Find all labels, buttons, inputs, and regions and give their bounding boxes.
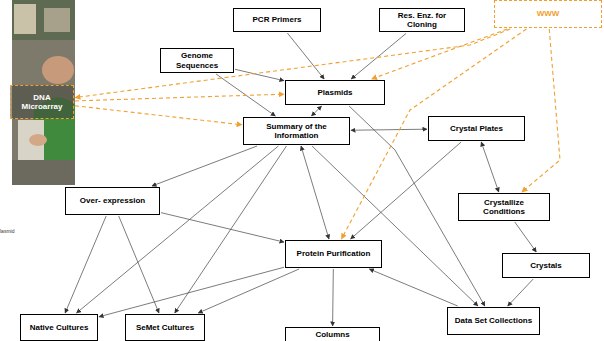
process-box: Native Cultures: [20, 314, 98, 341]
web-link: [75, 106, 242, 125]
connector: [351, 33, 406, 79]
box-label: Protein Purification: [297, 249, 371, 258]
process-box: Over- expression: [65, 187, 160, 215]
microarray-box: DNA Microarray: [10, 85, 74, 119]
photo-cabinet: [44, 8, 70, 32]
connector: [65, 216, 106, 313]
connector: [351, 129, 427, 130]
process-box: PCR Primers: [233, 8, 321, 32]
box-label: Columns: [315, 330, 349, 339]
process-box: Protein Purification: [285, 240, 382, 268]
connector: [77, 146, 279, 313]
box-label: Data Set Collections: [455, 316, 532, 325]
web-link: [522, 29, 560, 192]
box-label: DNA Microarray: [15, 93, 69, 111]
box-label: Crystals: [530, 261, 562, 270]
process-box: Data Set Collections: [447, 307, 540, 335]
photo-shelf: [12, 0, 75, 40]
photo-window: [14, 4, 36, 34]
connector: [332, 269, 334, 326]
process-box: Crystallize Conditions: [458, 193, 550, 221]
connector: [312, 106, 322, 116]
photo-face: [42, 56, 74, 84]
box-label: Crystallize Conditions: [463, 198, 545, 216]
connector: [301, 146, 329, 239]
connector: [312, 146, 478, 306]
web-link: [75, 94, 284, 101]
box-label: Genome Sequences: [165, 51, 229, 69]
web-resource-box: WWW: [494, 0, 602, 28]
connector: [369, 269, 457, 306]
photo-hand: [29, 134, 47, 146]
connector: [119, 216, 159, 313]
box-label: Over- expression: [80, 196, 145, 205]
connector: [481, 142, 499, 192]
connector: [508, 279, 534, 306]
process-box: Plasmids: [285, 80, 385, 105]
process-box: Res. Enz. for Cloning: [379, 8, 465, 32]
box-label: Plasmids: [317, 88, 352, 97]
photo-bench: [12, 160, 75, 185]
web-link: [372, 29, 508, 79]
process-box: SeMet Cultures: [125, 314, 205, 341]
fragment-label: lasmid: [0, 229, 14, 234]
connector: [287, 33, 324, 79]
process-box: Crystals: [502, 253, 590, 278]
process-box: Crystal Plates: [428, 116, 525, 141]
box-label: WWW: [537, 9, 560, 18]
process-box: Genome Sequences: [160, 48, 234, 73]
box-label: Summary of the Information: [248, 122, 345, 140]
connector: [152, 146, 257, 186]
connector: [198, 269, 299, 313]
box-label: SeMet Cultures: [136, 323, 194, 332]
box-label: Crystal Plates: [450, 124, 503, 133]
box-label: PCR Primers: [253, 15, 302, 24]
connector: [99, 267, 284, 317]
connector: [515, 222, 537, 252]
process-box: Columns: [285, 327, 380, 341]
process-box: Summary of the Information: [243, 117, 350, 145]
box-label: Native Cultures: [30, 323, 89, 332]
connector: [161, 213, 284, 242]
box-label: Res. Enz. for Cloning: [384, 11, 460, 29]
